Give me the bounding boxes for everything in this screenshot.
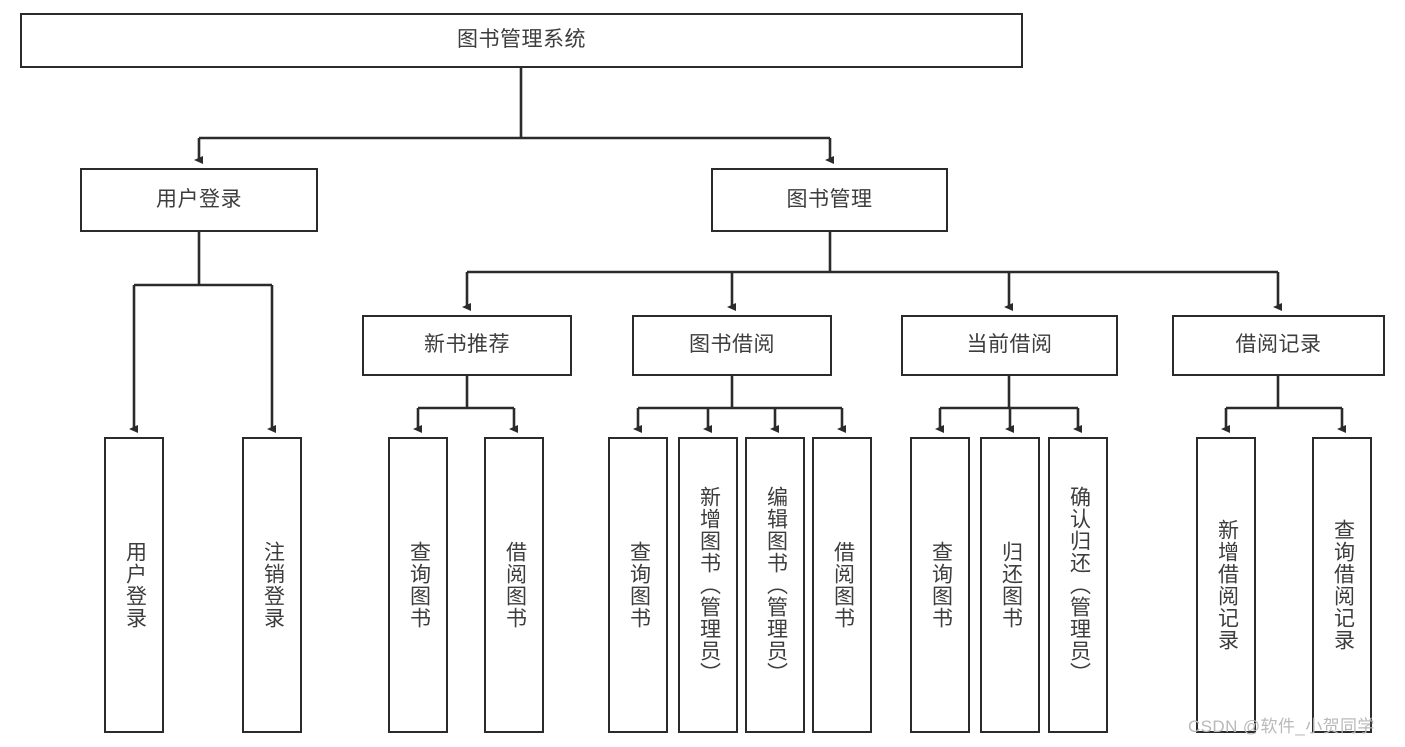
node-label-borrow-record: 借阅记录 bbox=[1235, 333, 1322, 357]
node-label-user-login: 用户登录 bbox=[156, 187, 242, 211]
node-label-current-borrow: 当前借阅 bbox=[966, 333, 1053, 357]
node-leaf-query-book-rec[interactable]: 查询图书 bbox=[388, 437, 448, 733]
node-label-leaf-user-logout: 注销登录 bbox=[261, 541, 285, 629]
node-leaf-query-borrow-record[interactable]: 查询借阅记录 bbox=[1312, 437, 1372, 733]
node-label-leaf-confirm-return-admin: 确认归还（管理员） bbox=[1067, 486, 1091, 684]
node-leaf-borrow-book-rec[interactable]: 借阅图书 bbox=[484, 437, 544, 733]
node-leaf-user-logout[interactable]: 注销登录 bbox=[242, 437, 302, 733]
node-book-manage[interactable]: 图书管理 bbox=[711, 168, 948, 232]
node-book-borrow[interactable]: 图书借阅 bbox=[632, 315, 832, 376]
node-leaf-query-book-borrow[interactable]: 查询图书 bbox=[608, 437, 668, 733]
node-user-login[interactable]: 用户登录 bbox=[80, 168, 318, 232]
node-label-leaf-add-borrow-record: 新增借阅记录 bbox=[1215, 519, 1239, 651]
csdn-watermark: CSDN @软件_小贺同学 bbox=[1188, 717, 1375, 736]
node-label-leaf-query-book-current: 查询图书 bbox=[929, 541, 953, 629]
node-leaf-add-borrow-record[interactable]: 新增借阅记录 bbox=[1196, 437, 1256, 733]
node-new-book-recommend[interactable]: 新书推荐 bbox=[362, 315, 572, 376]
node-label-root: 图书管理系统 bbox=[457, 28, 586, 52]
node-leaf-query-book-current[interactable]: 查询图书 bbox=[910, 437, 970, 733]
node-label-leaf-add-book-admin: 新增图书（管理员） bbox=[697, 486, 721, 684]
node-label-leaf-query-borrow-record: 查询借阅记录 bbox=[1331, 519, 1355, 651]
node-label-leaf-query-book-rec: 查询图书 bbox=[407, 541, 431, 629]
node-borrow-record[interactable]: 借阅记录 bbox=[1172, 315, 1385, 376]
node-leaf-borrow-book[interactable]: 借阅图书 bbox=[812, 437, 872, 733]
node-label-book-borrow: 图书借阅 bbox=[689, 333, 775, 357]
node-label-new-book-recommend: 新书推荐 bbox=[424, 333, 510, 357]
node-label-leaf-return-book: 归还图书 bbox=[999, 541, 1023, 629]
node-label-book-manage: 图书管理 bbox=[786, 187, 873, 211]
node-root[interactable]: 图书管理系统 bbox=[20, 13, 1023, 68]
node-label-leaf-borrow-book-rec: 借阅图书 bbox=[503, 541, 527, 629]
node-current-borrow[interactable]: 当前借阅 bbox=[901, 315, 1118, 376]
node-leaf-return-book[interactable]: 归还图书 bbox=[980, 437, 1040, 733]
node-label-leaf-borrow-book: 借阅图书 bbox=[831, 541, 855, 629]
node-label-leaf-user-login: 用户登录 bbox=[123, 541, 147, 629]
node-leaf-user-login[interactable]: 用户登录 bbox=[104, 437, 164, 733]
node-leaf-add-book-admin[interactable]: 新增图书（管理员） bbox=[678, 437, 738, 733]
node-leaf-confirm-return-admin[interactable]: 确认归还（管理员） bbox=[1048, 437, 1108, 733]
node-label-leaf-edit-book-admin: 编辑图书（管理员） bbox=[764, 486, 788, 684]
node-label-leaf-query-book-borrow: 查询图书 bbox=[627, 541, 651, 629]
node-leaf-edit-book-admin[interactable]: 编辑图书（管理员） bbox=[745, 437, 805, 733]
